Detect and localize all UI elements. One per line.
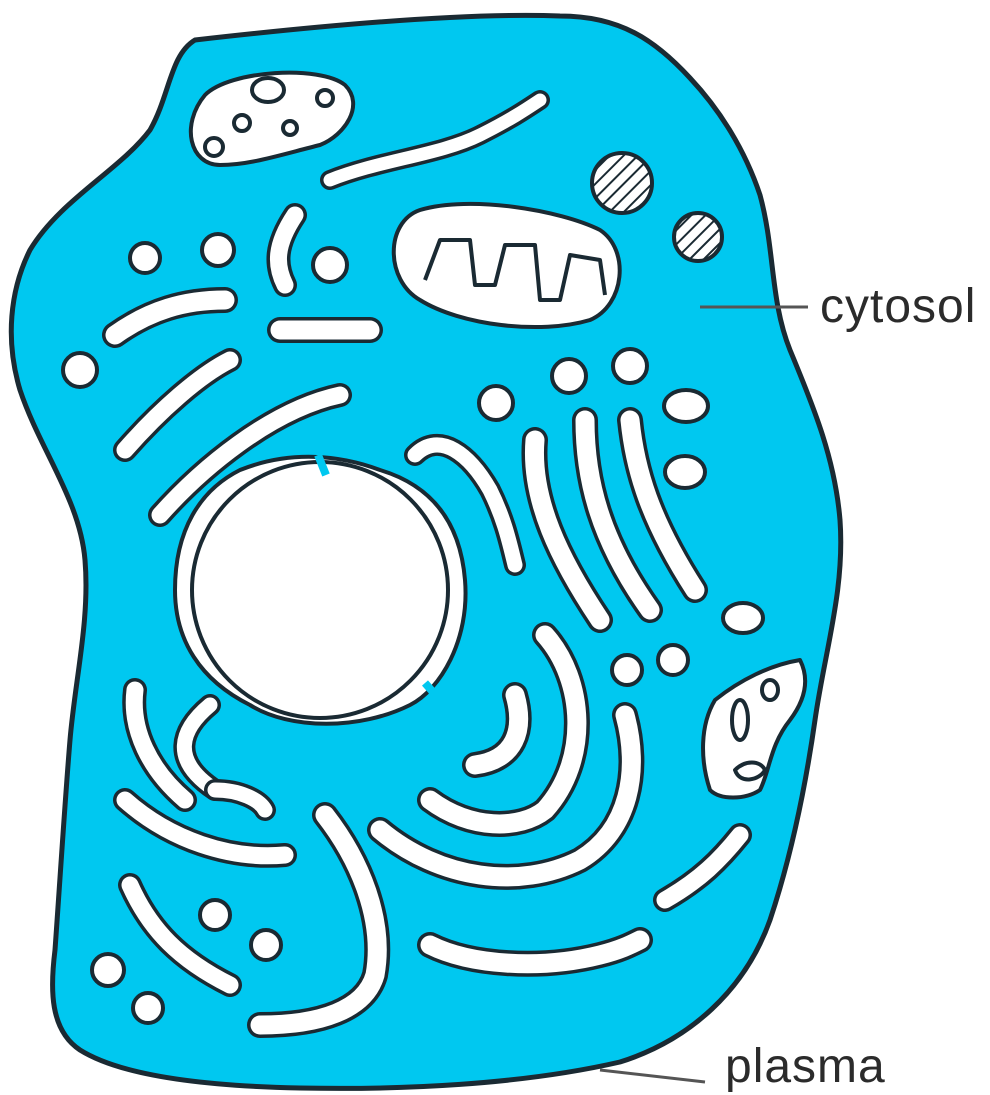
plasma-leader-line <box>600 1070 705 1082</box>
granule-hatched-2 <box>674 213 722 261</box>
label-plasma: plasma <box>725 1040 886 1093</box>
granule-hatched-1 <box>592 153 652 213</box>
label-cytosol: cytosol <box>820 280 976 333</box>
